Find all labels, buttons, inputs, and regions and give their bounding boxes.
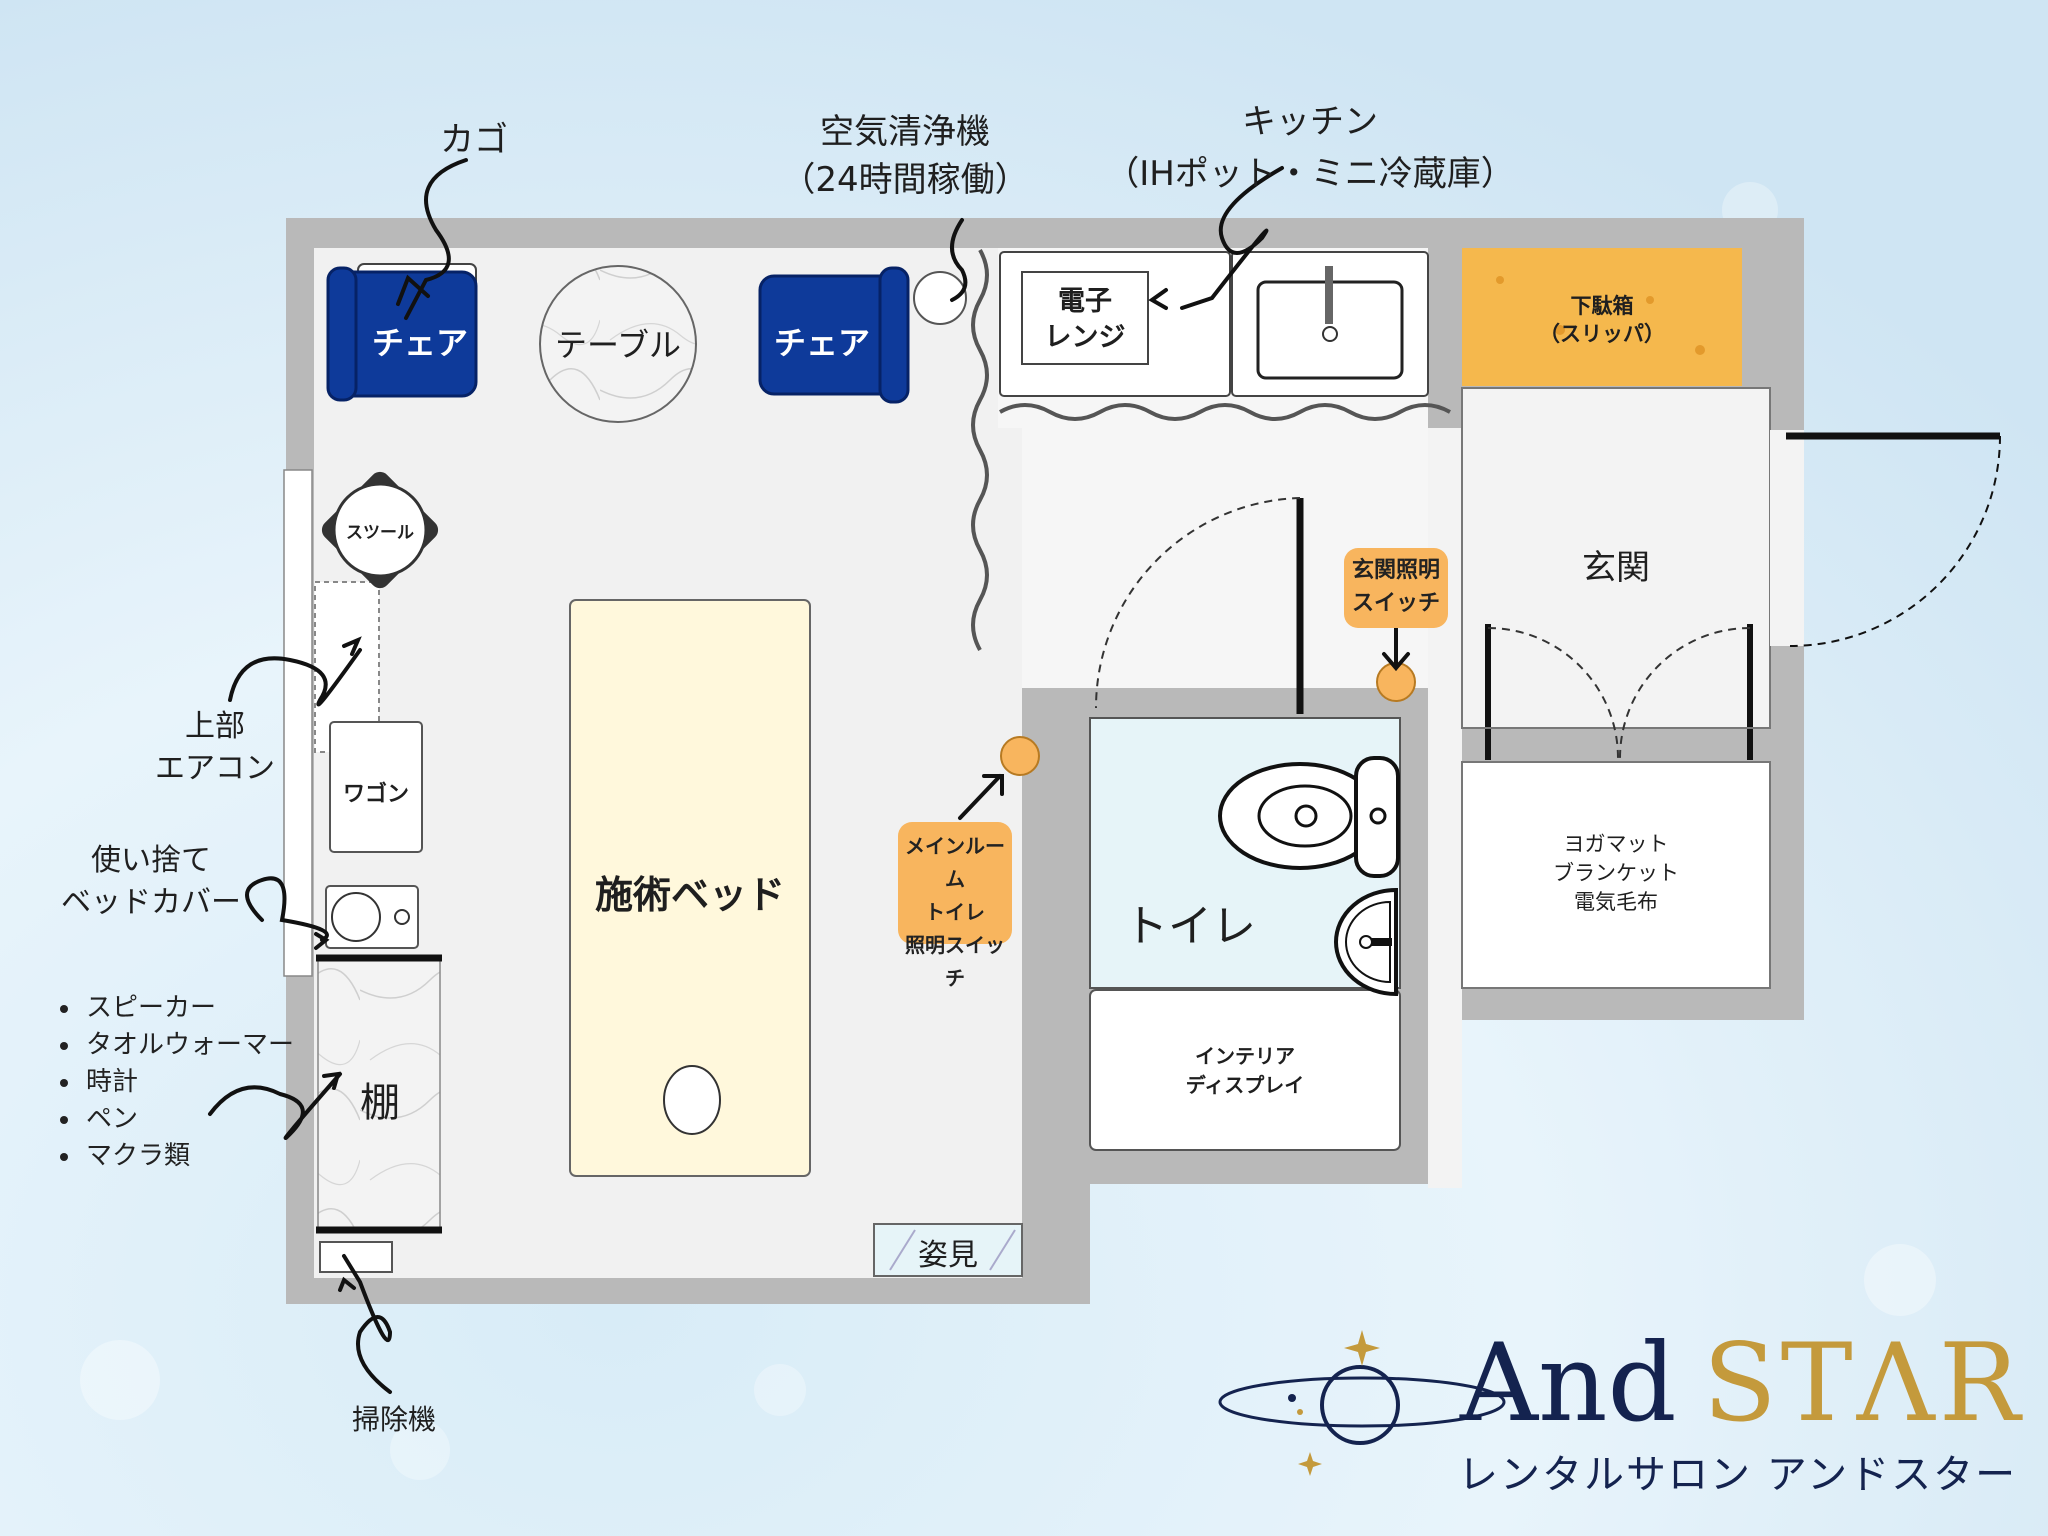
toilet-fixture xyxy=(1218,756,1400,878)
label-kitchen-line2: （IHポット・ミニ冷蔵庫） xyxy=(1105,154,1515,194)
entrance-switch-line1: 玄関照明 xyxy=(1351,558,1440,583)
label-kitchen: キッチン （IHポット・ミニ冷蔵庫） xyxy=(1100,96,1520,200)
logo-and: And xyxy=(1460,1321,1677,1446)
logo-star: STΛR xyxy=(1702,1321,2025,1446)
label-entrance: 玄関 xyxy=(1582,548,1650,588)
toilet-sink xyxy=(1334,887,1398,997)
label-mirror: 姿見 xyxy=(918,1238,978,1273)
label-shoe-box: 下駄箱 （スリッパ） xyxy=(1462,292,1742,348)
aircon-strip xyxy=(283,469,313,977)
shelf-item: マクラ類 xyxy=(59,1138,294,1175)
microwave xyxy=(1021,271,1149,365)
label-bed-cover: 使い捨て ベッドカバー xyxy=(56,840,246,924)
interior-display-area xyxy=(1089,989,1401,1151)
label-microwave-line2: レンジ xyxy=(1044,322,1126,353)
shelf-item: タオルウォーマー xyxy=(59,1027,294,1064)
label-storage-line1: ヨガマット xyxy=(1563,832,1669,856)
kitchen-curtain xyxy=(971,249,989,651)
chair-right-shape xyxy=(758,266,910,404)
label-chair-left: チェア xyxy=(371,324,468,362)
label-aircon-line1: 上部 xyxy=(185,709,245,744)
label-display-line1: インテリア xyxy=(1195,1044,1295,1068)
entrance-switch-line2: スイッチ xyxy=(1351,591,1440,616)
stool-shape xyxy=(321,471,439,589)
entrance-switch-label: 玄関照明 スイッチ xyxy=(1344,548,1448,628)
label-bed-cover-line1: 使い捨て xyxy=(91,843,211,878)
shelf-item: ペン xyxy=(59,1101,294,1138)
main-switch-line3: 照明スイッチ xyxy=(905,933,1005,990)
label-shoe-box-line2: （スリッパ） xyxy=(1539,322,1665,346)
label-storage: ヨガマット ブランケット 電気毛布 xyxy=(1462,830,1770,917)
label-table: テーブル xyxy=(554,326,682,364)
label-display-line2: ディスプレイ xyxy=(1185,1073,1305,1097)
label-storage-line2: ブランケット xyxy=(1553,861,1679,885)
label-wagon: ワゴン xyxy=(342,782,409,807)
shoe-box xyxy=(1462,248,1742,386)
label-aircon-line2: エアコン xyxy=(155,751,275,786)
label-chair-right: チェア xyxy=(773,324,870,362)
shelf-shape xyxy=(317,955,441,1233)
label-air-purifier-line1: 空気清浄機 xyxy=(820,112,990,152)
bed-shape xyxy=(569,599,811,1177)
label-microwave-line1: 電子 xyxy=(1058,286,1112,317)
label-microwave: 電子 レンジ xyxy=(1022,284,1148,356)
label-air-purifier-line2: （24時間稼働） xyxy=(781,160,1029,200)
table-shape xyxy=(539,265,697,423)
label-bed: 施術ベッド xyxy=(594,873,785,917)
label-shoe-box-line1: 下駄箱 xyxy=(1570,294,1634,318)
vacuum-shape xyxy=(319,1241,393,1273)
entrance-area xyxy=(1461,387,1771,729)
main-switch-line1: メインルーム xyxy=(905,834,1005,891)
label-bed-cover-line2: ベッドカバー xyxy=(61,885,241,920)
logo-planet-icon xyxy=(1218,1330,1506,1476)
label-display: インテリア ディスプレイ xyxy=(1090,1042,1400,1100)
label-air-purifier: 空気清浄機 （24時間稼働） xyxy=(770,108,1040,204)
air-purifier-shape xyxy=(913,271,967,325)
label-stool: スツール xyxy=(346,523,414,543)
storage-area xyxy=(1461,761,1771,989)
main-switch-label: メインルーム トイレ 照明スイッチ xyxy=(898,822,1012,990)
logo-subtitle: レンタルサロン アンドスター xyxy=(1458,1452,2018,1498)
mirror-shape xyxy=(873,1223,1023,1277)
wagon-shape xyxy=(329,721,423,853)
label-vacuum: 掃除機 xyxy=(352,1403,437,1436)
shelf-item: 時計 xyxy=(59,1064,294,1101)
label-toilet: トイレ xyxy=(1124,901,1256,952)
main-switch-line2: トイレ xyxy=(925,900,985,924)
label-kago: カゴ xyxy=(440,120,508,160)
label-aircon: 上部 エアコン xyxy=(150,706,280,790)
main-switch-dot xyxy=(1000,736,1040,776)
label-shelf: 棚 xyxy=(360,1080,400,1126)
shelf-items-list: スピーカー タオルウォーマー 時計 ペン マクラ類 xyxy=(56,990,294,1175)
label-storage-line3: 電気毛布 xyxy=(1574,890,1658,914)
shelf-item: スピーカー xyxy=(59,990,294,1027)
label-kitchen-line1: キッチン xyxy=(1242,102,1378,142)
arrows xyxy=(208,158,1410,1394)
